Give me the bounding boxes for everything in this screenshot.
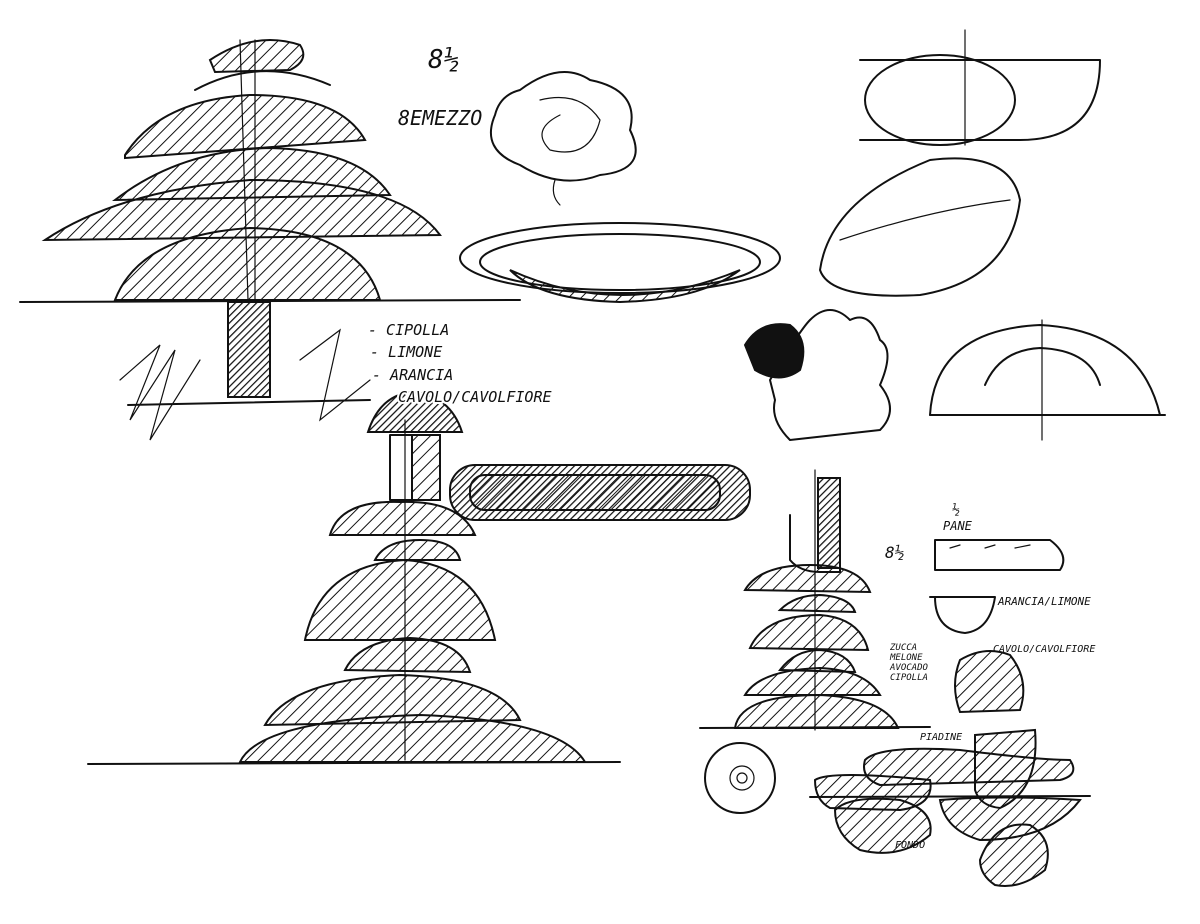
bottom-cluster-sketch: PIADINE FONDO xyxy=(704,728,1091,887)
title-word: 8EMEZZO xyxy=(398,106,482,130)
list-item: MELONE xyxy=(889,653,923,663)
arancia-limone-label: ARANCIA/LIMONE xyxy=(997,595,1091,608)
cauliflower-sketch xyxy=(743,309,891,441)
list-item: - LIMONE xyxy=(370,343,442,361)
piadine-label: PIADINE xyxy=(920,732,962,743)
small-stacked-lamp-sketch xyxy=(699,469,931,731)
half-label: ½ xyxy=(952,503,960,518)
ingredient-legend: ½ PANE 8½ ARANCIA/LIMONE CAVOLO/CAVOLFIO… xyxy=(885,503,1095,714)
list-item: CAVOLO/CAVOLFIORE xyxy=(398,388,552,406)
flat-disc-sketch xyxy=(459,222,781,304)
oval-sketches xyxy=(819,29,1101,297)
ingredient-list: - CIPOLLA - LIMONE - ARANCIA CAVOLO/CAVO… xyxy=(366,319,554,408)
size-label: 8½ xyxy=(885,543,904,562)
list-item: - ARANCIA xyxy=(372,366,453,384)
scribble-cloud xyxy=(490,71,637,206)
tiered-lamp-sketch xyxy=(19,39,521,441)
dome-lamp-sketch xyxy=(929,319,1166,441)
list-item: CIPOLLA xyxy=(890,673,928,683)
cavolo-label: CAVOLO/CAVOLFIORE xyxy=(993,644,1095,655)
list-item: - CIPOLLA xyxy=(368,321,449,339)
stacked-lamp-sketch xyxy=(87,390,621,765)
bread-bar-sketch xyxy=(449,464,751,521)
list-item: AVOCADO xyxy=(889,663,929,673)
title-fraction: 8½ xyxy=(428,45,459,75)
pane-label: PANE xyxy=(943,519,973,533)
fondo-label: FONDO xyxy=(895,840,925,851)
list-item: ZUCCA xyxy=(889,643,917,653)
